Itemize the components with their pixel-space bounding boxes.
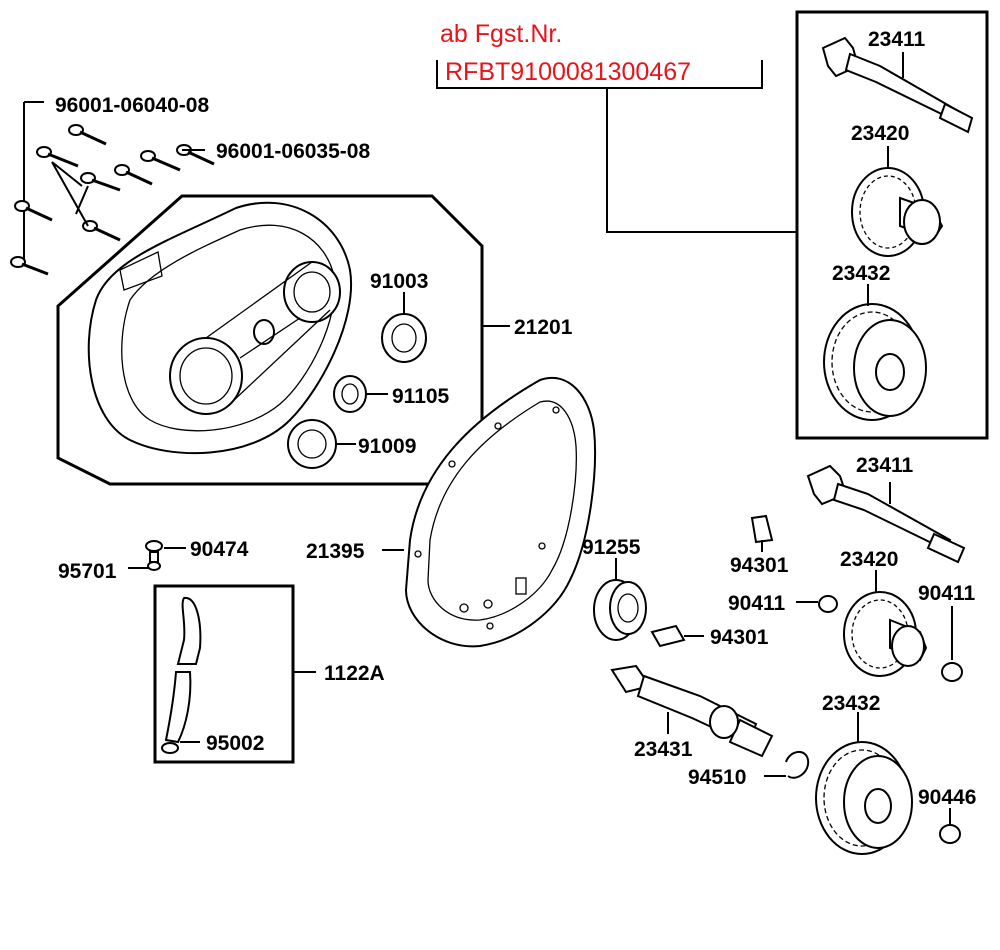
label-1122A: 1122A xyxy=(324,662,385,685)
shaft-23411-drawing xyxy=(806,464,966,564)
label-21201: 21201 xyxy=(514,316,573,339)
label-94510: 94510 xyxy=(688,766,746,789)
box-gear-23432-drawing xyxy=(823,303,927,421)
gasket-21395-drawing xyxy=(404,377,596,648)
label-96001-06035-08: 96001-06035-08 xyxy=(216,140,370,163)
box-label-23432: 23432 xyxy=(832,262,890,285)
gear-23432-drawing xyxy=(815,741,913,855)
shaft-23431-drawing xyxy=(610,664,774,758)
label-95701: 95701 xyxy=(58,560,117,583)
box-label-23411: 23411 xyxy=(868,28,926,51)
pin-94301-bottom-drawing xyxy=(650,624,686,648)
bolts-drawing xyxy=(10,124,215,276)
label-94301-bottom: 94301 xyxy=(710,626,769,649)
label-96001-06040-08: 96001-06040-08 xyxy=(55,94,209,117)
bolt-pointer-lines xyxy=(51,161,89,227)
label-90411-right: 90411 xyxy=(918,582,976,605)
label-23420: 23420 xyxy=(840,548,898,571)
washer-90446-drawing xyxy=(939,824,961,844)
washer-90411-right-drawing xyxy=(941,662,963,682)
label-21395: 21395 xyxy=(306,540,365,563)
box-gear-23420-drawing xyxy=(851,167,944,257)
new-parts-box xyxy=(795,10,989,440)
notice-line1: ab Fgst.Nr. xyxy=(440,20,562,48)
washer-90411-left-drawing xyxy=(818,595,838,613)
box-label-23420: 23420 xyxy=(851,122,909,145)
label-91105: 91105 xyxy=(392,385,450,408)
notice-leader-line xyxy=(606,88,797,233)
label-90474: 90474 xyxy=(190,538,249,561)
cover-21201-drawing xyxy=(87,201,353,455)
label-90446: 90446 xyxy=(918,786,976,809)
seal-91255-drawing xyxy=(593,579,647,641)
notice-line2: RFBT9100081300467 xyxy=(445,58,691,86)
box-shaft-23411-drawing xyxy=(821,36,974,134)
label-95002: 95002 xyxy=(206,732,264,755)
label-91255: 91255 xyxy=(582,536,641,559)
label-23411: 23411 xyxy=(856,454,914,477)
label-23431: 23431 xyxy=(634,738,693,761)
label-23432: 23432 xyxy=(822,692,880,715)
hose-1122A-drawing xyxy=(161,596,202,754)
gear-23420-drawing xyxy=(843,591,928,677)
bolt-95701-washer-90474-drawing xyxy=(145,540,163,571)
circlip-94510-drawing xyxy=(785,751,810,779)
hose-group-box xyxy=(153,584,295,764)
bearing-91003-drawing xyxy=(381,313,427,363)
label-91003: 91003 xyxy=(370,270,428,293)
bearing-91009-drawing xyxy=(287,419,337,469)
bearing-91105-drawing xyxy=(333,375,367,413)
pin-94301-top-drawing xyxy=(750,514,774,544)
label-94301-top: 94301 xyxy=(730,554,789,577)
label-91009: 91009 xyxy=(358,435,416,458)
notice-bracket xyxy=(436,60,763,89)
label-90411-left: 90411 xyxy=(728,592,786,615)
